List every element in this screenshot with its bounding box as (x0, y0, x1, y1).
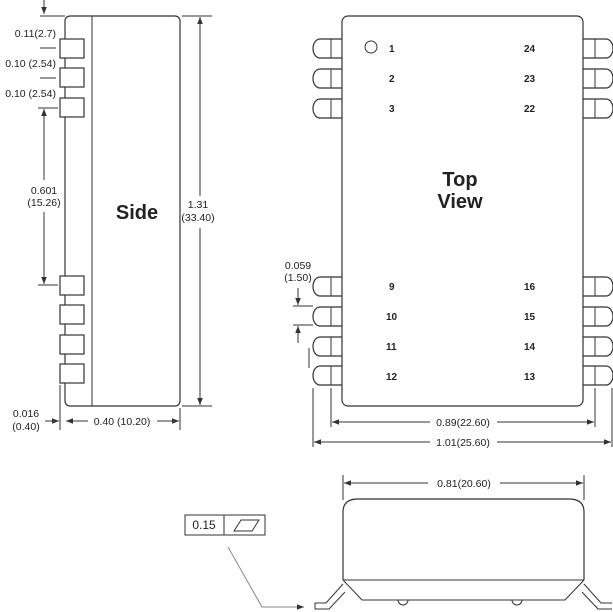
dim-length-in: 1.31 (188, 199, 209, 211)
dim-pin1-offset: 0.11(2.7) (15, 28, 56, 40)
front-body (342, 498, 585, 580)
left-pin-pads (312, 38, 342, 386)
top-body (341, 15, 584, 407)
pin-number: 2 (389, 74, 395, 85)
pin1-marker (364, 40, 378, 54)
pin-number: 13 (524, 372, 536, 383)
pin-number: 24 (524, 44, 536, 55)
dim-gap-in: 0.601 (31, 185, 57, 197)
dim-standoff-in: 0.016 (13, 408, 39, 420)
pin-number: 12 (386, 372, 398, 383)
view-label: View (437, 191, 483, 213)
dim-height: 0.40 (10.20) (94, 416, 151, 428)
flatness-symbol-icon (233, 519, 260, 532)
pin-number: 23 (524, 74, 536, 85)
pin-number: 9 (389, 282, 395, 293)
side-pins (59, 38, 85, 384)
flatness-tolerance: 0.15 (192, 518, 216, 532)
pin-number: 22 (524, 104, 536, 115)
pin-number: 16 (524, 282, 536, 293)
pin-number: 14 (524, 342, 536, 353)
right-pin-numbers: 24 23 22 16 15 14 13 (524, 44, 536, 383)
front-view: 0.81(20.60) 0.15 (184, 475, 612, 610)
top-view: 1 2 3 9 10 11 12 24 23 22 16 15 14 13 To… (284, 15, 613, 449)
left-pin-numbers: 1 2 3 9 10 11 12 (386, 44, 398, 383)
dim-gap-mm: (15.26) (27, 197, 60, 209)
side-view: 0.11(2.7) 0.10 (2.54) 0.10 (2.54) 0.601 … (5, 0, 215, 433)
flatness-control-frame: 0.15 (184, 514, 266, 536)
dim-pin-width-mm: (1.50) (284, 272, 311, 284)
pin-number: 15 (524, 312, 536, 323)
side-label: Side (116, 202, 158, 224)
dim-pitch-1: 0.10 (2.54) (5, 58, 56, 70)
pin-number: 3 (389, 104, 395, 115)
dim-length-mm: (33.40) (181, 212, 214, 224)
dim-pitch-2: 0.10 (2.54) (5, 88, 56, 100)
side-body (64, 15, 181, 407)
top-label: Top (442, 169, 477, 191)
dim-standoff-mm: (0.40) (12, 421, 39, 433)
pin-number: 11 (386, 342, 397, 353)
dim-pin-width-in: 0.059 (285, 260, 311, 272)
dim-outer-width: 1.01(25.60) (436, 437, 490, 449)
dim-body-width: 0.81(20.60) (437, 478, 491, 490)
right-pin-pads (583, 38, 613, 386)
pin-number: 1 (389, 44, 395, 55)
pin-number: 10 (386, 312, 398, 323)
dim-inner-width: 0.89(22.60) (436, 417, 490, 429)
